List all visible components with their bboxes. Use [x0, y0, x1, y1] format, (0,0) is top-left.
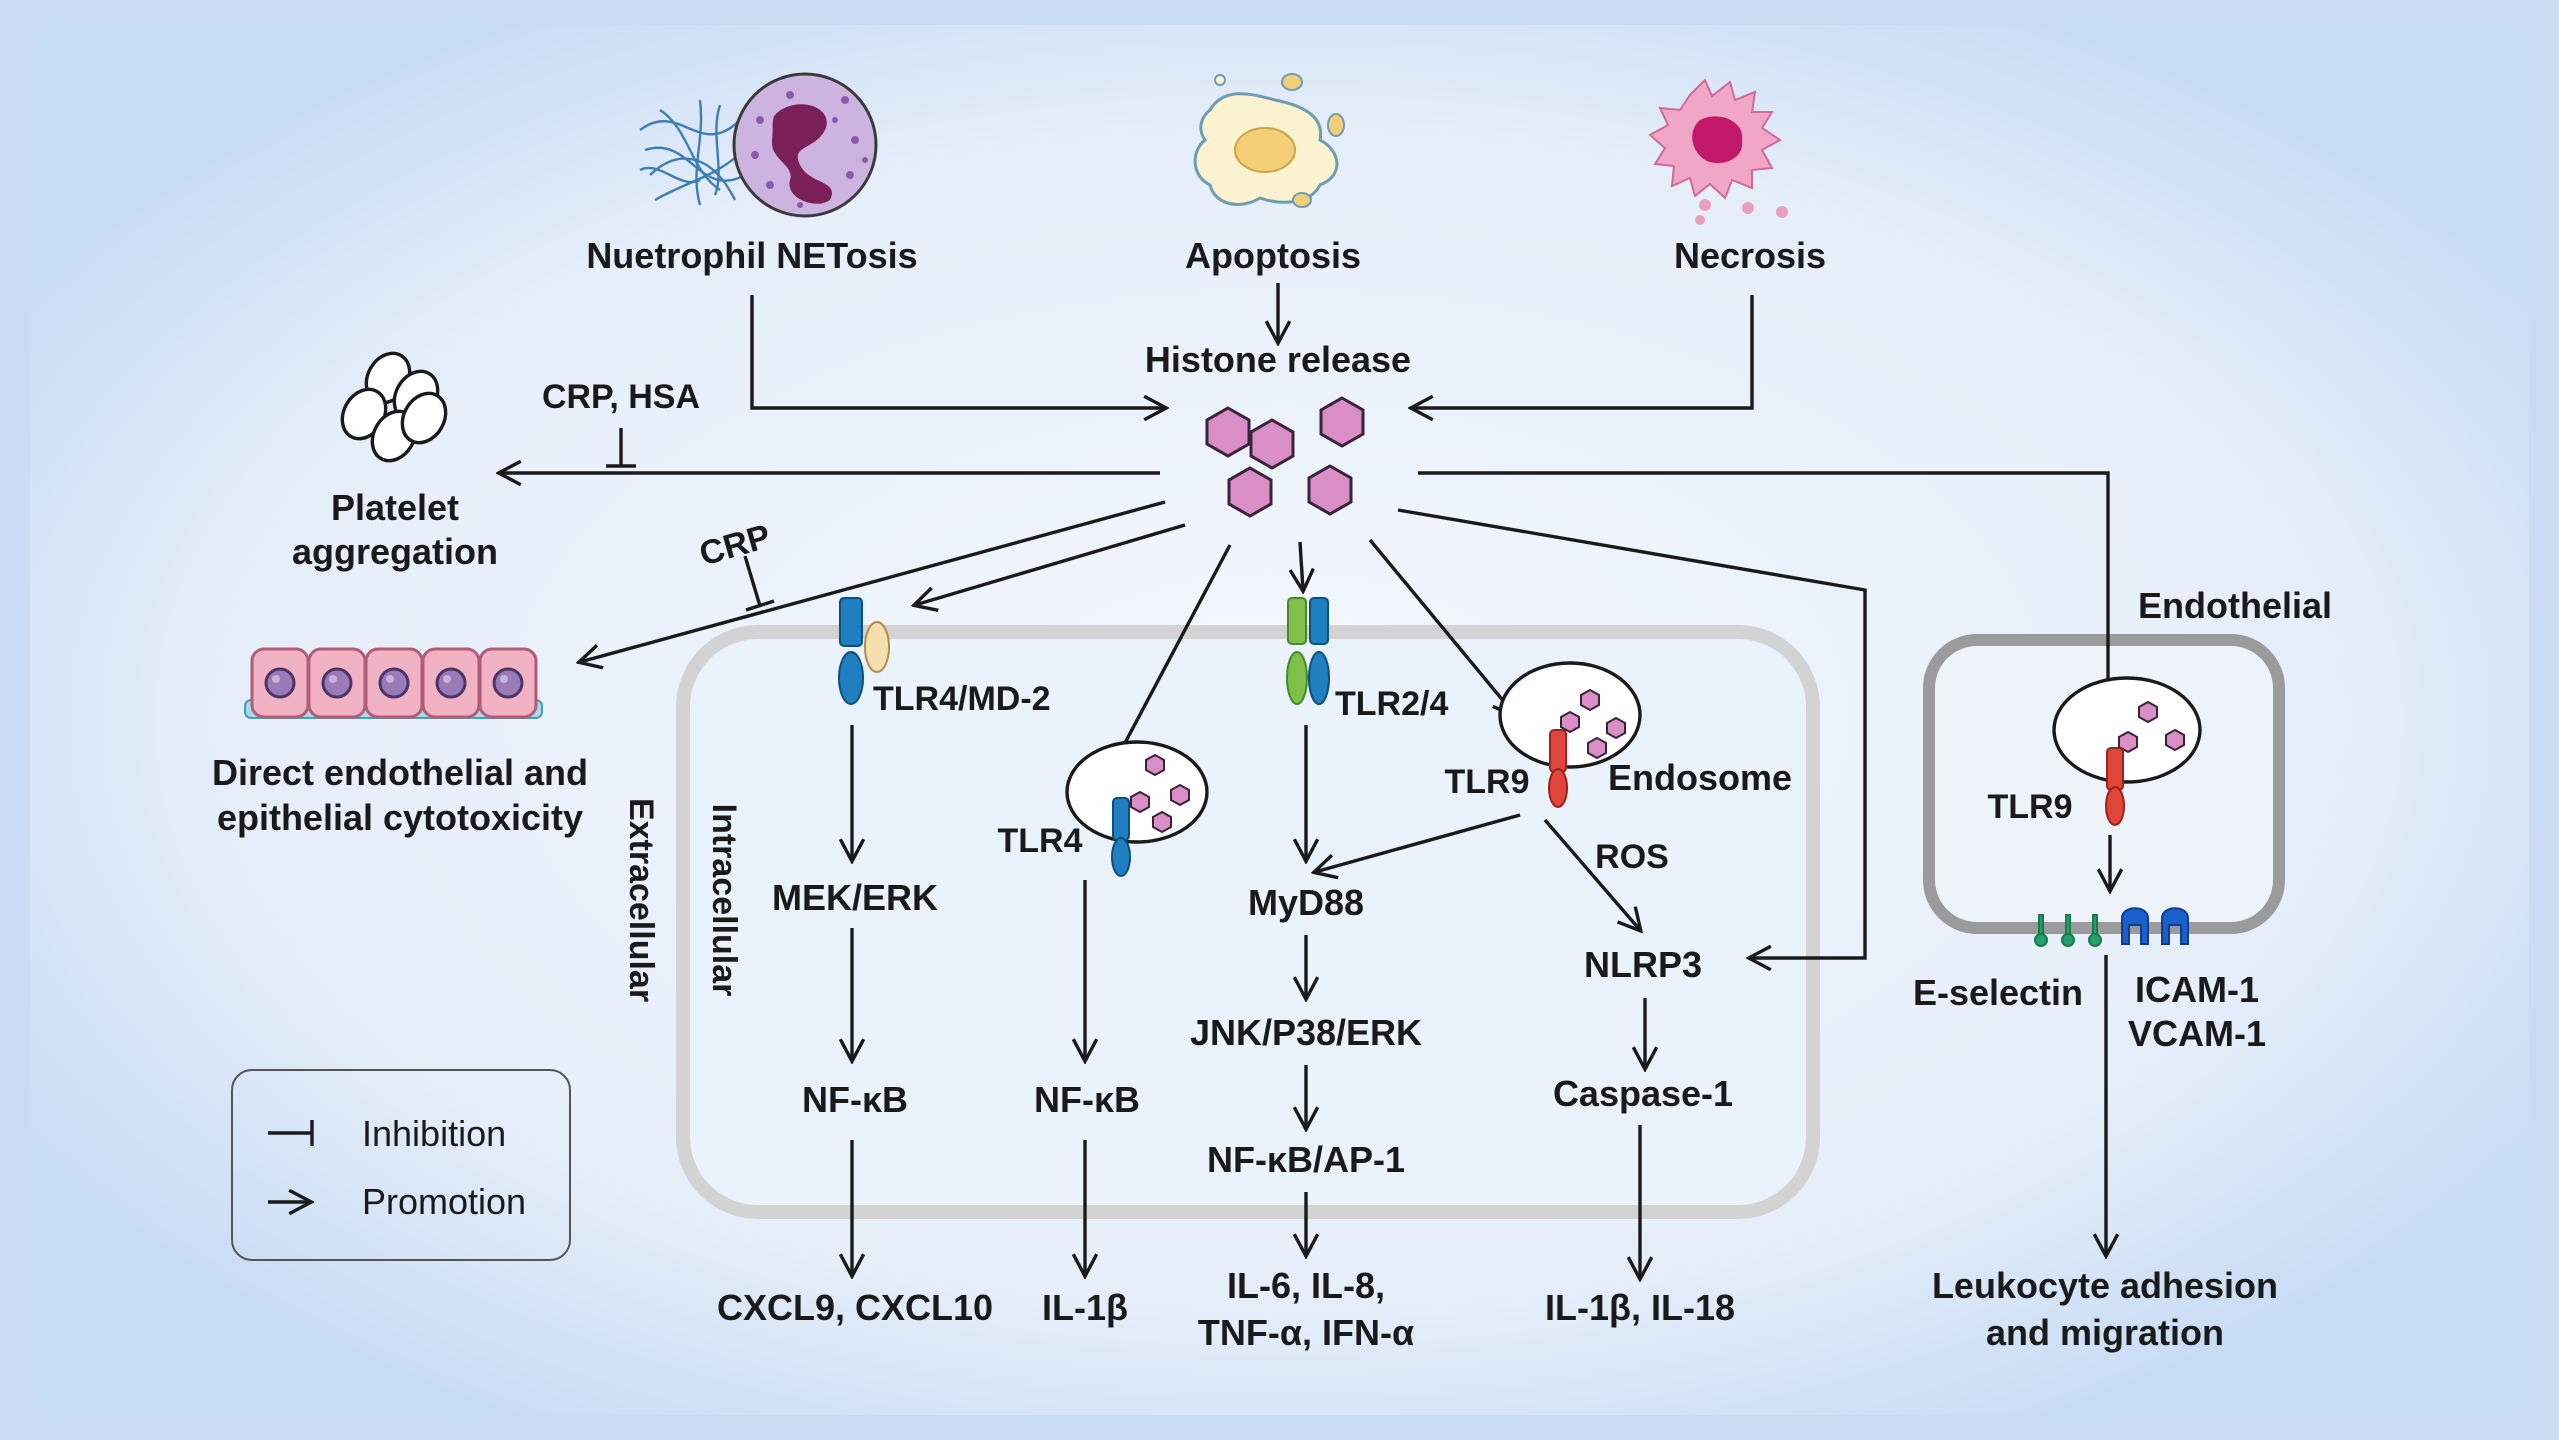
legend-promotion-label: Promotion: [362, 1181, 526, 1222]
il6-label-1: IL-6, IL-8,: [1227, 1265, 1385, 1306]
il6-label-2: TNF-α, IFN-α: [1198, 1312, 1414, 1353]
caspase1-label: Caspase-1: [1553, 1073, 1733, 1114]
tlr9-endosome-arrow: [1368, 538, 1515, 715]
legend-inhibition-icon: [268, 1120, 314, 1146]
tlr9-to-nlrp3-arrow: [1543, 818, 1640, 930]
ros-label: ROS: [1595, 838, 1669, 876]
platelet-label-2: aggregation: [292, 531, 498, 572]
cytotoxicity-label-2: epithelial cytotoxicity: [217, 797, 583, 838]
nfkb-ap1-label: NF-κB/AP-1: [1207, 1139, 1405, 1180]
tlr4-md2-receptor-icon: [838, 597, 890, 705]
tlr4-md2-arrow: [915, 523, 1186, 605]
tlr2-4-receptor-icon: [1286, 597, 1330, 705]
legend-box: [231, 1069, 571, 1261]
icam1-label: ICAM-1: [2135, 969, 2259, 1010]
inhibition-marker-crp-hsa: [606, 428, 636, 468]
vcam1-label: VCAM-1: [2128, 1013, 2266, 1054]
apoptosis-cell-icon: [1193, 73, 1345, 208]
platelet-label-1: Platelet: [331, 487, 459, 528]
neutrophil-netosis-icon: [639, 72, 878, 218]
endothelial-label: Endothelial: [2138, 585, 2332, 626]
intracellular-compartment: [676, 625, 1820, 1219]
histone-release-label: Histone release: [1145, 339, 1411, 380]
tlr9-endothelial-label: TLR9: [1988, 788, 2073, 826]
legend-inhibition-label: Inhibition: [362, 1113, 506, 1154]
myd88-label: MyD88: [1248, 882, 1364, 923]
tlr9-endothelial-receptor-icon: [2105, 747, 2125, 826]
histone-to-endothelial-arrow: [1418, 471, 2108, 728]
epithelial-cells-icon: [244, 647, 543, 719]
cytotoxicity-arrow: [580, 500, 1166, 662]
crp-hsa-label: CRP, HSA: [542, 378, 700, 416]
leukocyte-label-2: and migration: [1986, 1312, 2224, 1353]
platelet-icon: [340, 351, 448, 463]
cytotoxicity-label-1: Direct endothelial and: [212, 752, 588, 793]
nlrp3-label: NLRP3: [1584, 944, 1702, 985]
extracellular-label: Extracellular: [622, 798, 660, 1002]
leukocyte-label-1: Leukocyte adhesion: [1932, 1265, 2278, 1306]
tlr2-4-label: TLR2/4: [1335, 685, 1448, 723]
il1b-label: IL-1β: [1042, 1287, 1128, 1328]
e-selectin-label: E-selectin: [1913, 972, 2083, 1013]
netosis-arrow: [750, 295, 1165, 408]
endosome-label: Endosome: [1608, 757, 1792, 798]
legend: Inhibition Promotion: [231, 1069, 571, 1261]
necrosis-label: Necrosis: [1674, 235, 1826, 276]
tlr9-receptor-icon: [1548, 729, 1568, 808]
e-selectin-icon: [2034, 914, 2102, 947]
necrosis-arrow: [1412, 295, 1754, 408]
necrosis-cell-icon: [1648, 78, 1788, 225]
jnk-label: JNK/P38/ERK: [1190, 1012, 1422, 1053]
cxcl-label: CXCL9, CXCL10: [717, 1287, 993, 1328]
inhibition-marker-crp: [743, 555, 775, 612]
nfkb-label-2: NF-κB: [1034, 1079, 1140, 1120]
apoptosis-label: Apoptosis: [1185, 235, 1361, 276]
tlr9-to-myd88-arrow: [1315, 813, 1521, 872]
endothelial-endosome: [2052, 676, 2202, 784]
tlr9-endosome-histones: [1560, 688, 1626, 760]
tlr4-receptor-icon: [1111, 797, 1131, 877]
tlr4-endosome-histones: [1130, 753, 1190, 834]
netosis-label: Nuetrophil NETosis: [586, 235, 917, 276]
endothelial-endosome-histones: [2118, 700, 2185, 754]
tlr2-4-arrow: [1300, 541, 1303, 590]
nfkb-label-1: NF-κB: [802, 1079, 908, 1120]
il1b-il18-label: IL-1β, IL-18: [1545, 1287, 1735, 1328]
intracellular-label: Intracellular: [705, 804, 743, 997]
histone-to-nlrp3-arrow: [1397, 508, 1867, 958]
tlr4-label: TLR4: [998, 822, 1083, 860]
tlr9-label: TLR9: [1445, 763, 1530, 801]
icam-vcam-icon: [2121, 907, 2189, 945]
tlr4-md2-label: TLR4/MD-2: [873, 680, 1051, 718]
mek-erk-label: MEK/ERK: [772, 877, 938, 918]
